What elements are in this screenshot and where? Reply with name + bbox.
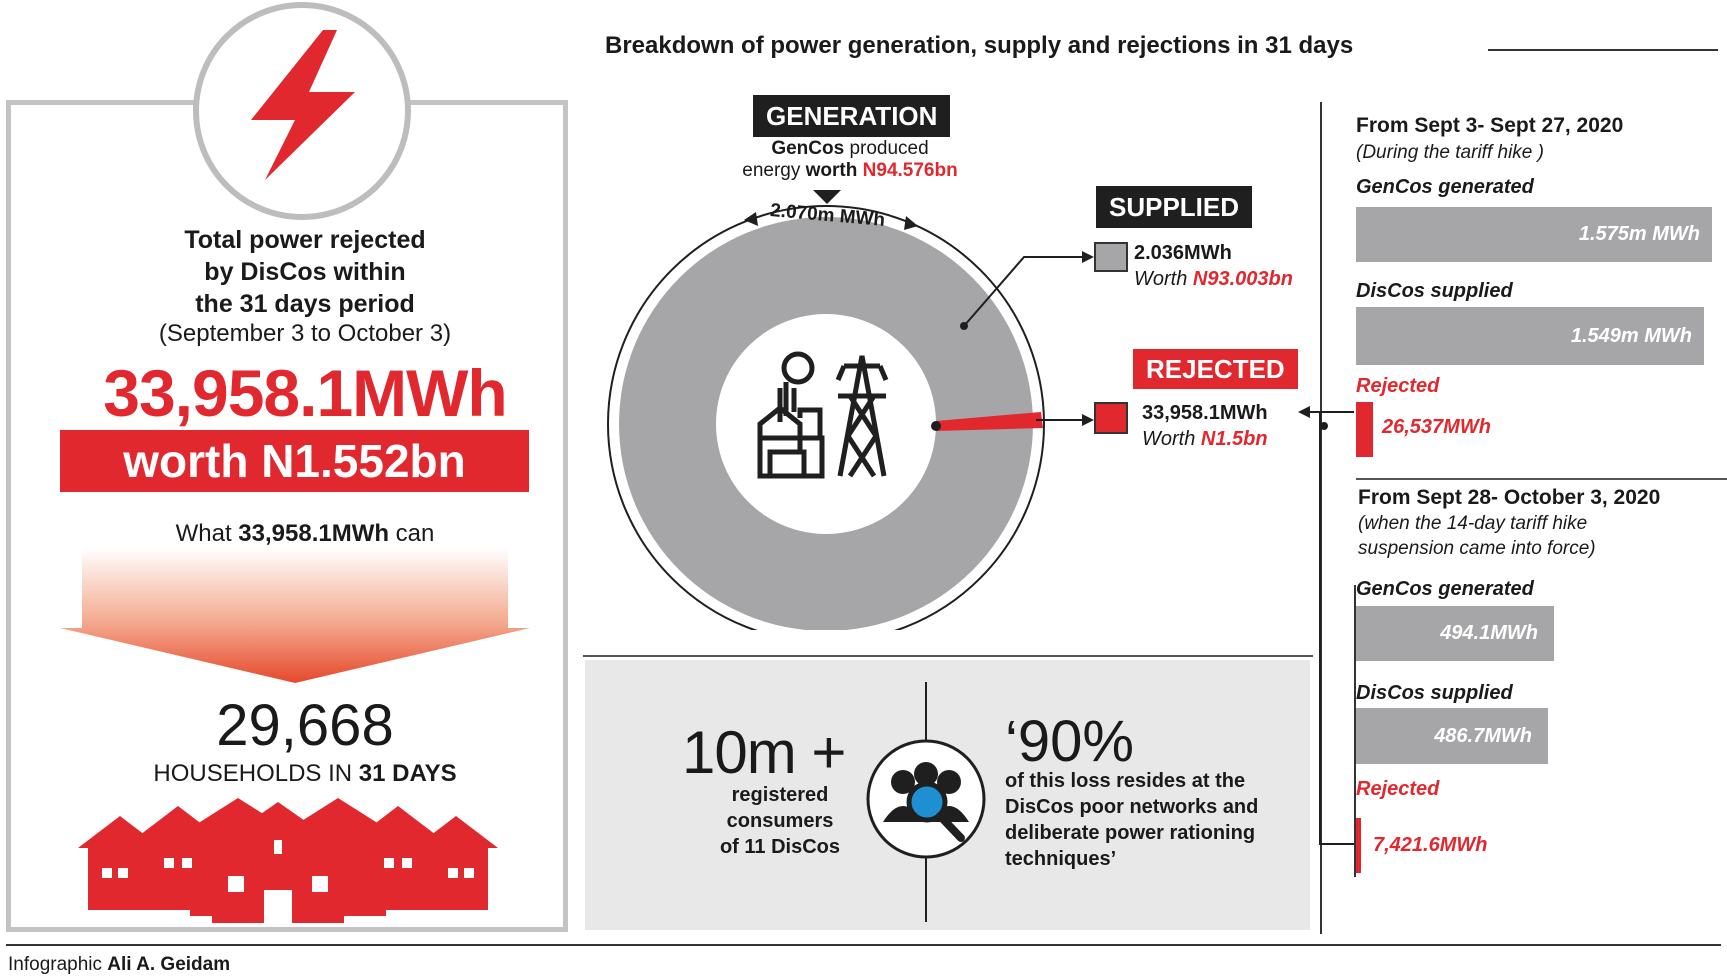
supplied-swatch — [1094, 242, 1128, 272]
loss-description: of this loss resides at the DisCos poor … — [1005, 770, 1259, 870]
period1-rejected-label: Rejected — [1356, 375, 1440, 397]
period-connector — [1298, 406, 1354, 845]
supplied-worth: Worth N93.003bn — [1134, 268, 1293, 290]
supplied-label: SUPPLIED — [1096, 186, 1253, 228]
rejected-worth-banner: worth N1.552bn — [60, 430, 529, 492]
period-separator — [1356, 478, 1727, 480]
households-count: 29,668 — [216, 693, 394, 758]
period2-rejected-bar — [1356, 818, 1361, 873]
infographic-credit: Infographic Ali A. Geidam — [8, 954, 231, 975]
period1-heading: From Sept 3- Sept 27, 2020 — [1356, 114, 1624, 137]
rejected-mwh: 33,958.1MWh — [1142, 402, 1268, 424]
generation-label: GENERATION — [753, 95, 951, 137]
period2-supplied-bar: 486.7MWh — [1356, 708, 1548, 764]
callout-lines — [963, 251, 1094, 426]
main-title: Breakdown of power generation, supply an… — [605, 32, 1354, 59]
generation-donut — [607, 190, 1045, 630]
house-icon — [78, 798, 498, 923]
consumers-count: 10m + — [682, 719, 846, 786]
bolt-circle — [193, 2, 411, 220]
title-rule — [1488, 49, 1718, 51]
people-search-icon — [866, 682, 986, 922]
period2-generated-label: GenCos generated — [1356, 578, 1534, 600]
period1-supplied-bar: 1.549m MWh — [1356, 307, 1704, 365]
rejected-total-mwh: 33,958.1MWh — [103, 356, 508, 430]
rejected-worth: Worth N1.5bn — [1142, 428, 1268, 450]
supplied-mwh: 2.036MWh — [1134, 242, 1232, 264]
period2-subheading-2: suspension came into force) — [1358, 538, 1596, 559]
period2-axis-line — [1354, 585, 1356, 877]
period1-subheading: (During the tariff hike ) — [1356, 142, 1544, 163]
loss-percent: ‘90% — [1005, 709, 1134, 774]
power-plant-icon — [757, 351, 825, 479]
transmission-tower-icon — [835, 355, 889, 478]
period1-rejected-bar — [1356, 402, 1373, 457]
households-label: HOUSEHOLDS IN 31 DAYS — [153, 760, 457, 787]
down-arrow-graphic — [60, 548, 530, 683]
rejected-period: (September 3 to October 3) — [158, 320, 452, 347]
rejected-segment — [936, 412, 1043, 431]
period2-rejected-label: Rejected — [1356, 778, 1440, 800]
houses-row-graphic — [78, 798, 498, 923]
lightning-bolt-icon — [251, 30, 355, 180]
rejected-swatch — [1094, 402, 1128, 434]
period1-generated-bar: 1.575m MWh — [1356, 207, 1712, 262]
period2-generated-bar: 494.1MWh — [1356, 606, 1554, 661]
footer-rule — [6, 944, 1721, 946]
period2-rejected-value: 7,421.6MWh — [1373, 834, 1488, 856]
period2-heading: From Sept 28- October 3, 2020 — [1358, 486, 1661, 509]
consumers-label: registered consumers of 11 DisCos — [719, 784, 841, 858]
period2-subheading-1: (when the 14-day tariff hike — [1358, 513, 1588, 534]
period1-supplied-label: DisCos supplied — [1356, 280, 1513, 302]
period2-supplied-label: DisCos supplied — [1356, 682, 1513, 704]
period1-rejected-value: 26,537MWh — [1382, 416, 1491, 438]
generation-description: GenCos produced energy worth N94.576bn — [742, 138, 958, 181]
donut-center — [716, 314, 936, 534]
section-rule — [583, 655, 1313, 657]
period1-generated-label: GenCos generated — [1356, 176, 1534, 198]
rejected-total-title: Total power rejected by DisCos within th… — [184, 226, 426, 318]
rejected-label: REJECTED — [1133, 349, 1298, 389]
